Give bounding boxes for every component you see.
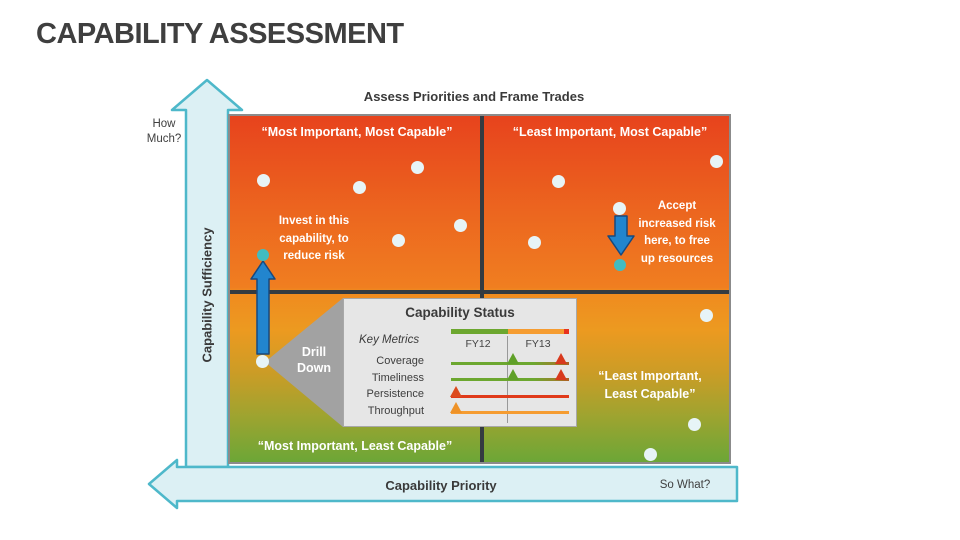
column-label-fy13: FY13 <box>525 338 551 350</box>
metric-marker-icon <box>555 352 568 364</box>
quadrant-label-bottom-right: “Least Important,Least Capable” <box>598 369 702 401</box>
metric-marker-icon <box>450 385 463 397</box>
x-axis-label: Capability Priority <box>385 478 497 493</box>
quadrant-chart: “Most Important, Most Capable” “Least Im… <box>228 114 731 464</box>
metric-marker-icon <box>507 369 520 380</box>
metric-marker-icon <box>555 369 568 380</box>
y-axis-label: Capability Sufficiency <box>199 227 215 363</box>
metric-label: Coverage <box>376 355 424 367</box>
metric-line <box>451 411 569 414</box>
legend-segment <box>451 329 508 334</box>
x-axis-question: So What? <box>659 479 711 491</box>
movement-arrows-layer <box>250 215 635 355</box>
quadrant-label-bottom-left: “Most Important, Least Capable” <box>257 439 453 453</box>
drill-down-layer <box>265 298 343 427</box>
status-panel-title: Capability Status <box>405 305 515 320</box>
metric-marker-icon <box>507 352 520 364</box>
metric-label: Persistence <box>366 388 424 400</box>
metric-label: Throughput <box>367 404 424 417</box>
page-title: CAPABILITY ASSESSMENT <box>36 18 404 50</box>
invest-up-arrow-icon <box>250 260 276 355</box>
metric-line <box>451 394 569 398</box>
chart-header: Assess Priorities and Frame Trades <box>363 89 585 104</box>
key-metrics-label: Key Metrics <box>359 334 420 346</box>
legend-segment <box>564 329 569 334</box>
drill-down-arrow-icon <box>265 298 343 427</box>
quadrant-label-top-left: “Most Important, Most Capable” <box>261 125 453 139</box>
legend-segment <box>507 329 565 334</box>
status-legend-bar <box>451 329 569 334</box>
metric-marker-icon <box>450 402 463 413</box>
capability-status-panel: Capability Status Key Metrics FY12 FY13 … <box>343 298 577 427</box>
vertical-divider <box>480 116 484 462</box>
quadrant-label-top-right: “Least Important, Most Capable” <box>512 125 708 139</box>
column-label-fy12: FY12 <box>465 338 491 350</box>
accept-down-arrow-icon <box>607 215 635 256</box>
horizontal-divider <box>230 290 729 294</box>
metric-label: Timeliness <box>371 371 424 384</box>
